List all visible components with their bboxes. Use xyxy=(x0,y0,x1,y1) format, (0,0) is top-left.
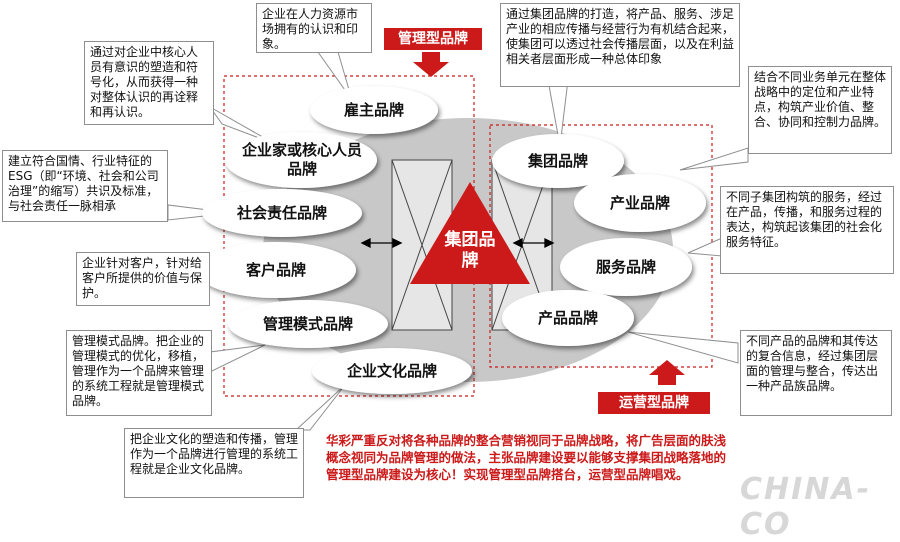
core-triangle xyxy=(410,182,530,284)
ellipse-culture-brand: 企业文化品牌 xyxy=(346,361,437,380)
ellipse-service-brand: 服务品牌 xyxy=(595,257,656,276)
right-double-arrow xyxy=(512,237,555,249)
left-double-arrow xyxy=(360,237,403,249)
callout-core-person-brand: 通过对企业中核心人员有意识的塑造和符号化，从而获得一种对整体认识的再诠释和再认识… xyxy=(84,41,214,125)
management-brand-tag: 管理型品牌 xyxy=(384,28,482,50)
operation-up-arrow xyxy=(649,360,685,385)
callout-culture-brand: 把企业文化的塑造和传播，管理作为一个品牌进行管理的系统工程就是企业文化品牌。 xyxy=(124,428,304,498)
callout-product-brand: 不同产品的品牌和其传达的复合信息，经过集团层面的管理与整合，传达出一种产品族品牌… xyxy=(740,330,892,416)
management-down-arrow xyxy=(413,52,449,77)
ellipse-social-responsibility-brand: 社会责任品牌 xyxy=(236,203,327,222)
callout-service-brand: 不同子集团构筑的服务，经过在产品，传播，和服务过程的表达，构筑起该集团的社会化服… xyxy=(720,186,894,274)
callout-customer-brand: 企业针对客户，针对给客户所提供的价值与保护。 xyxy=(76,252,210,306)
summary-statement: 华彩严重反对将各种品牌的整合营销视同于品牌战略，将广告层面的肤浅概念视同为品牌管… xyxy=(326,433,727,482)
ellipse-industry-brand: 产业品牌 xyxy=(609,193,670,212)
callout-group-brand: 通过集团品牌的打造，将产品、服务、涉足产业的相应传播与经营行为有机结合起来，使集… xyxy=(500,3,740,87)
brand-system-diagram: 管理型品牌 运营型品牌 集团品牌 雇主品牌 企业家或核心人员品牌 社会责任品牌 … xyxy=(2,3,894,542)
ellipse-customer-brand: 客户品牌 xyxy=(245,260,306,279)
ellipse-group-brand: 集团品牌 xyxy=(527,151,588,170)
ellipse-management-mode-brand: 管理模式品牌 xyxy=(262,314,353,333)
ellipse-entrepreneur-brand: 企业家或核心人员品牌 xyxy=(241,141,362,178)
callout-employer-brand: 企业在人力资源市场拥有的认识和印象。 xyxy=(256,3,372,53)
callout-industry-brand: 结合不同业务单元在整体战略中的定位和产业特点，构筑产业价值、整合、协同和控制力品… xyxy=(748,66,892,154)
right-ellipse-shapes xyxy=(492,134,706,346)
operation-brand-tag: 运营型品牌 xyxy=(598,392,710,414)
left-ellipse-shapes xyxy=(196,86,472,394)
callout-social-responsibility: 建立符合国情、行业特征的ESG（即“环境、社会和公司治理”的缩写）共识及标准，与… xyxy=(2,150,168,222)
callout-management-mode: 管理模式品牌。把企业的管理模式的优化，移植，管理作为一个品牌来管理的系统工程就是… xyxy=(66,330,212,416)
watermark-logo: CHINA-CO xyxy=(740,472,872,542)
diagram-graphics xyxy=(167,51,749,431)
ellipse-product-brand: 产品品牌 xyxy=(537,308,598,327)
core-group-brand: 集团品牌 xyxy=(444,230,496,271)
ellipse-employer-brand: 雇主品牌 xyxy=(343,100,404,119)
